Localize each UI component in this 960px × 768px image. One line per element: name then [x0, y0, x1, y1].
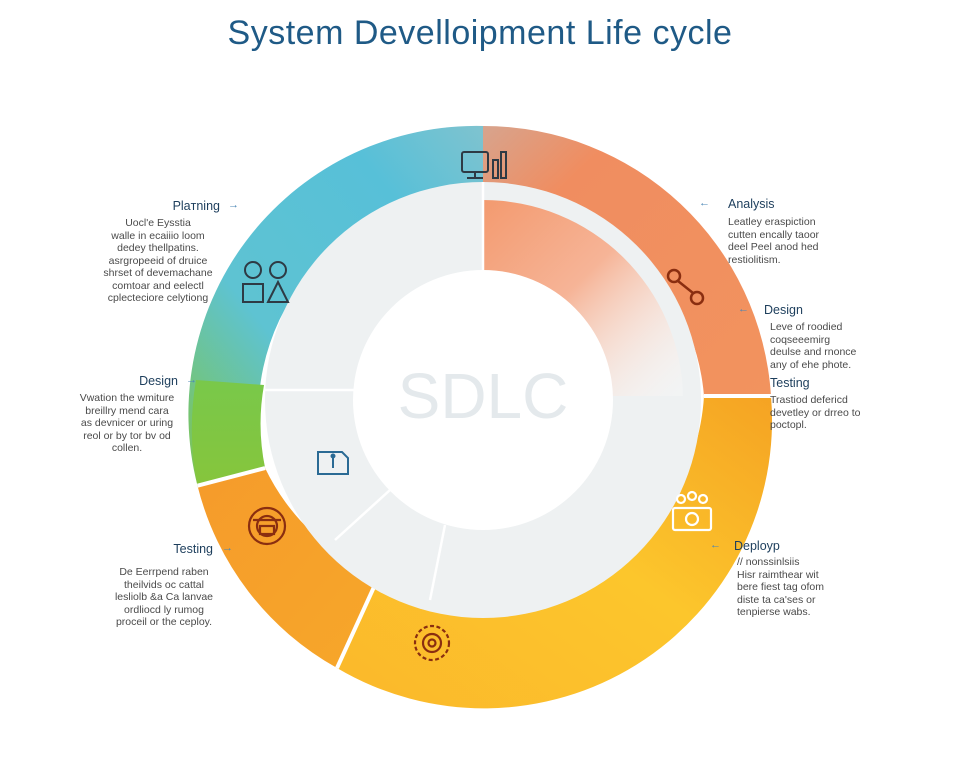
label-deploy: Deployp — [734, 539, 780, 553]
document-icon — [317, 451, 349, 475]
desc-design-left: Vwation the wmiture breillry mend cara a… — [79, 392, 175, 454]
arrow-design-left: → — [186, 374, 197, 386]
gear-icon — [247, 506, 287, 546]
label-testing-left: Testing — [173, 542, 213, 556]
arrow-deploy: ← — [710, 539, 721, 551]
ring-segment-analysis — [483, 125, 771, 396]
label-design-right: Design — [764, 303, 803, 317]
cog-at-icon — [413, 624, 451, 662]
people-icon — [671, 490, 713, 532]
desc-design-right: Leve of roodied coqseeemirg deulse and r… — [770, 321, 857, 371]
label-analysis: Analysis — [728, 197, 775, 211]
outer-ring — [188, 125, 773, 709]
ring-segment-testing — [197, 468, 379, 668]
arrow-testing-left: → — [222, 542, 233, 554]
ring-segment-deploy — [337, 396, 773, 709]
label-testing-right: Testing — [770, 376, 810, 390]
ring-separators — [196, 394, 771, 669]
arrow-planning: → — [228, 199, 239, 211]
team-icon — [242, 261, 290, 303]
center-label: SDLC — [398, 360, 569, 432]
desc-analysis: Leatley eraspiction cutten encally taoor… — [728, 216, 820, 266]
desc-deploy: // nonssinlsiis Hisr raimthear wit bere … — [737, 556, 824, 618]
arrow-design-right: ← — [738, 303, 749, 315]
inner-disc — [265, 182, 701, 618]
monitor-chart-icon — [461, 151, 507, 179]
ring-segment-design-left — [191, 380, 266, 486]
wrench-icon — [666, 268, 705, 306]
diagram-title: System Develloipment Life cycle — [227, 14, 733, 52]
desc-testing-left: De Eerrpend raben theilvids oc cattal le… — [114, 566, 214, 628]
arrow-analysis: ← — [699, 197, 710, 209]
desc-planning: Uocl'e Eysstia walle in ecaiiio loom ded… — [103, 217, 213, 304]
desc-testing-right: Trastiod defericd devetley or drreo to p… — [770, 394, 861, 431]
label-design-left: Design — [139, 374, 178, 388]
label-planning: Plaтning — [172, 199, 220, 213]
inner-analysis-wedge — [483, 199, 683, 396]
